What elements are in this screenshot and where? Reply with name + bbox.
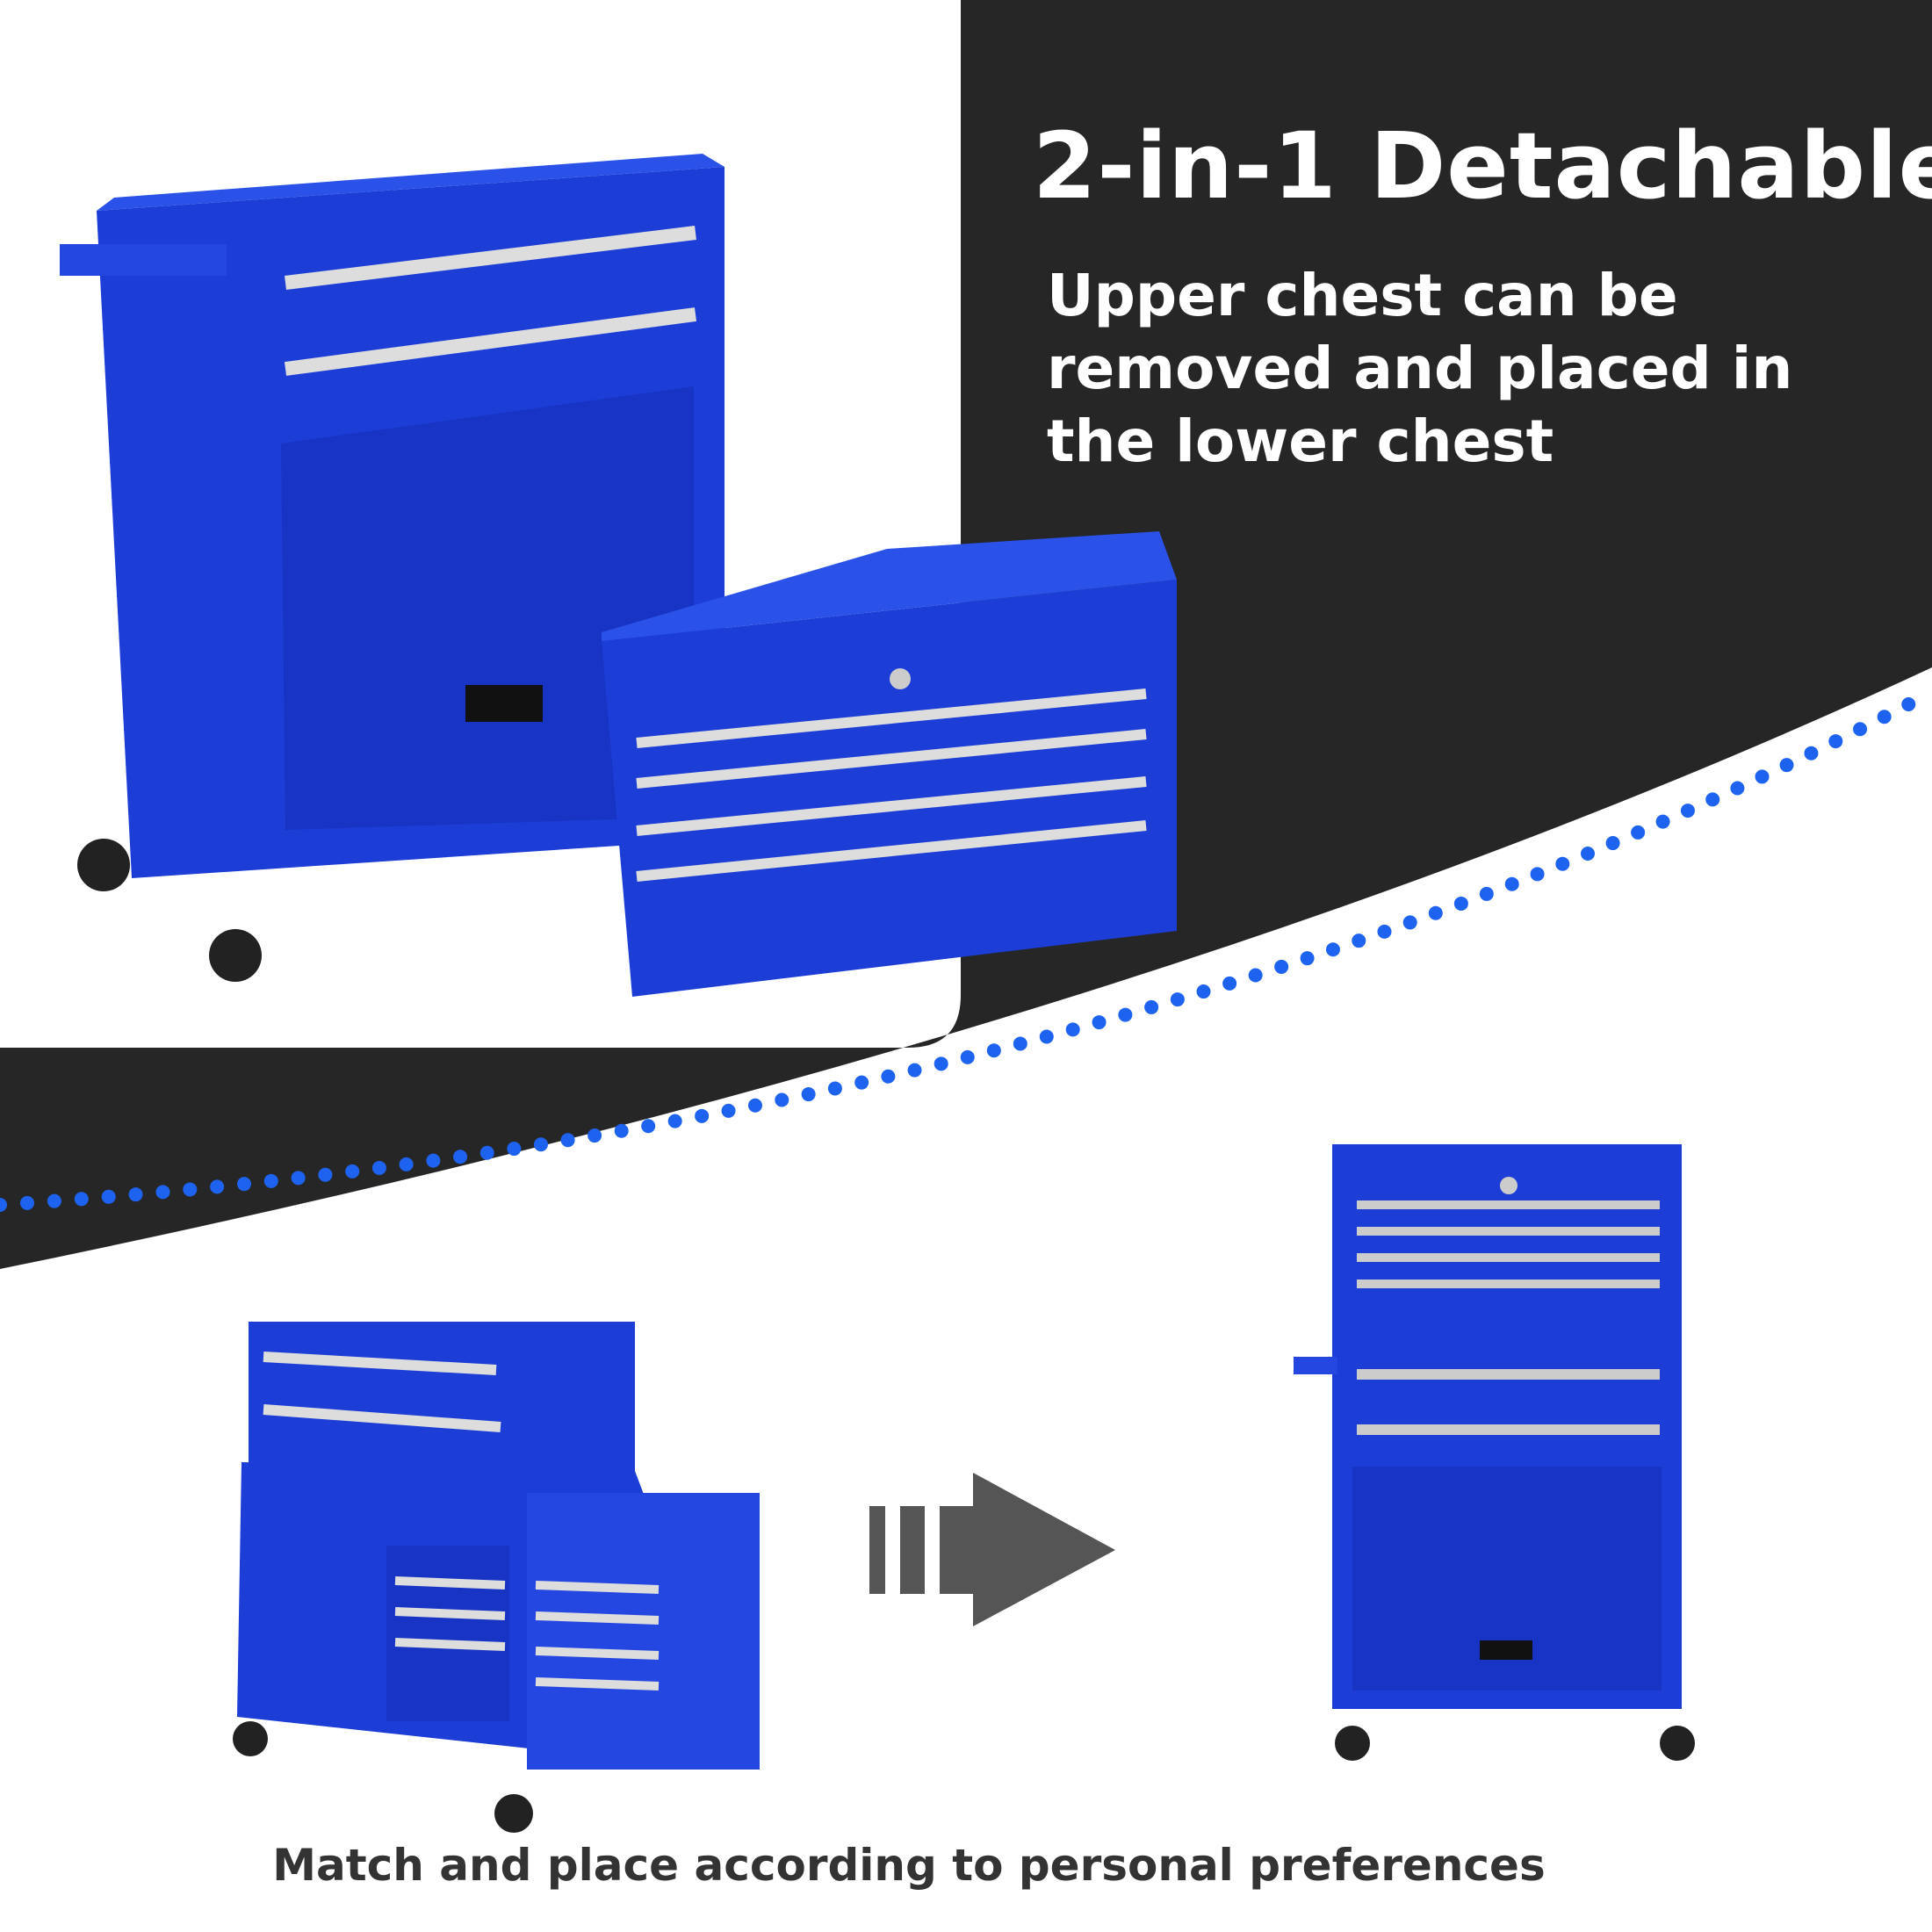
headline-title: 2-in-1 Detachable — [1033, 112, 1932, 220]
rolling-cart-image — [60, 154, 724, 982]
top-chest-image — [602, 531, 1177, 997]
subtitle-line: the lower chest — [1047, 407, 1554, 475]
dotted-curve — [0, 685, 1932, 1212]
arrow-right-icon — [869, 1473, 1115, 1626]
bottom-caption: Match and place according to personal pr… — [272, 1840, 1546, 1891]
subtitle-line: Upper chest can be — [1047, 262, 1678, 329]
stacked-chest-image — [1294, 1144, 1695, 1761]
headline-subtitle: Upper chest can be removed and placed in… — [1047, 259, 1890, 478]
subtitle-line: removed and placed in — [1047, 335, 1793, 402]
side-by-side-image — [233, 1322, 760, 1833]
